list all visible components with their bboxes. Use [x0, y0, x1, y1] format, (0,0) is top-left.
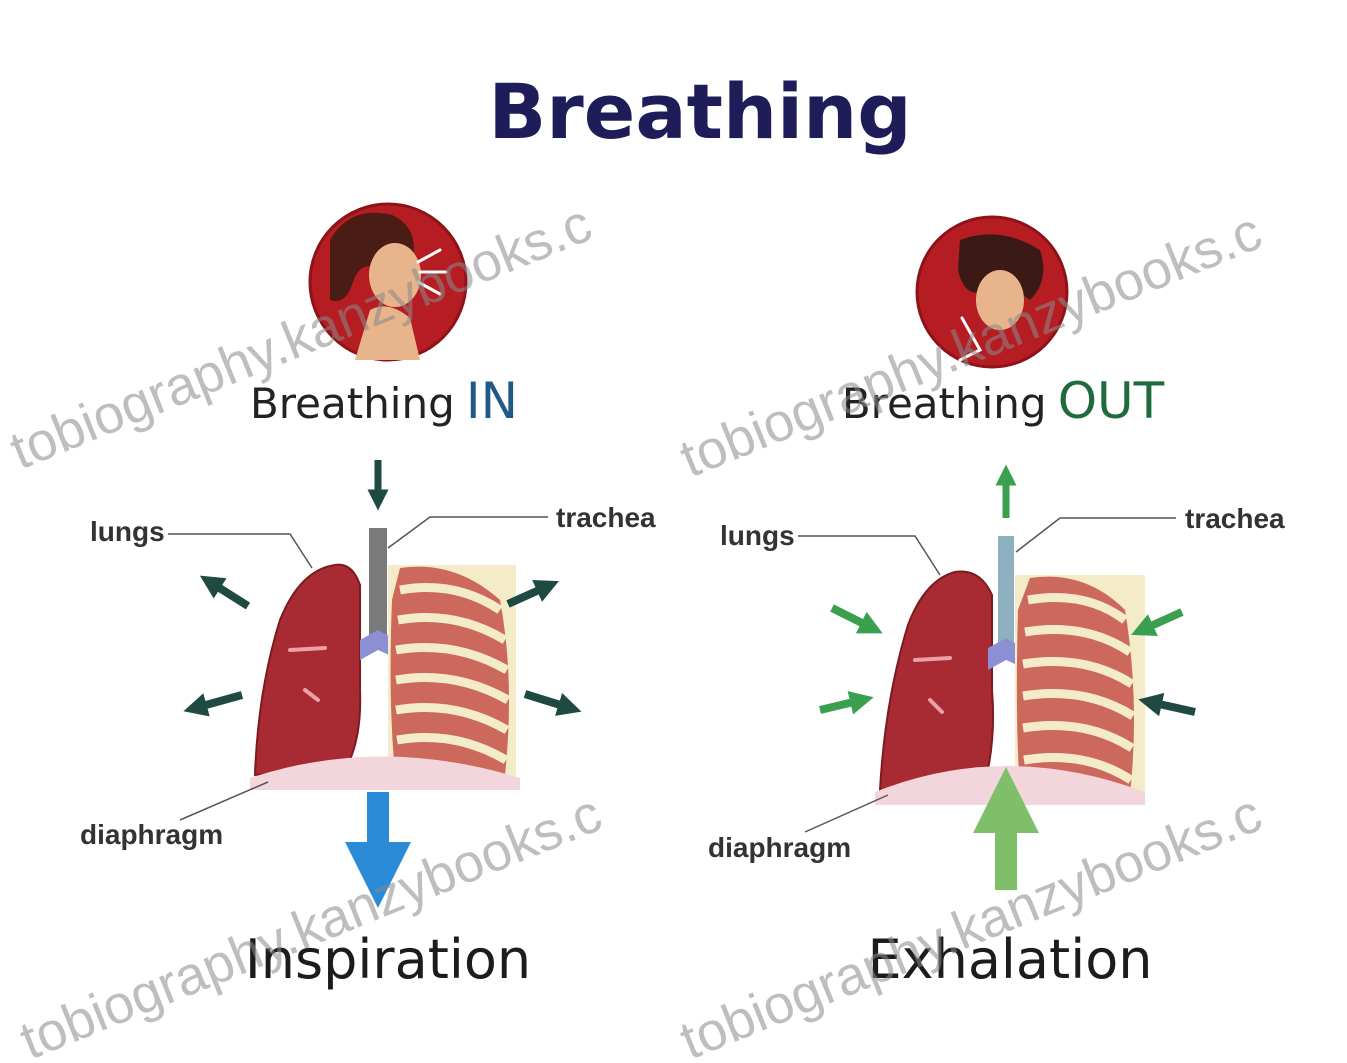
- heading-breathing-in: Breathing IN: [250, 372, 518, 430]
- label-lungs-out: lungs: [720, 520, 795, 551]
- label-trachea-out: trachea: [1185, 503, 1285, 534]
- svg-text:tobiography.kanzybooks.c: tobiography.kanzybooks.c: [2, 193, 600, 481]
- expand-arrow-mid-left: [195, 695, 242, 708]
- compress-arrow-mid-right: [1150, 702, 1195, 712]
- compress-arrow-top-left: [832, 608, 872, 628]
- trachea: [369, 528, 387, 638]
- rib-cage: [1015, 575, 1145, 800]
- label-lungs-in: lungs: [90, 516, 165, 547]
- leader-lungs-out: [798, 536, 940, 575]
- leader-diaphragm-out: [805, 795, 888, 832]
- compress-arrow-top-right: [1142, 612, 1182, 630]
- label-diaphragm-in: diaphragm: [80, 819, 223, 850]
- diagram-title: Breathing: [488, 67, 911, 156]
- expand-arrow-mid-right: [525, 694, 570, 708]
- leader-lungs-in: [168, 534, 312, 568]
- rib-cage: [388, 565, 516, 785]
- leader-diaphragm-in: [180, 782, 268, 820]
- leader-trachea-out: [1016, 518, 1176, 552]
- leader-trachea-in: [388, 517, 548, 548]
- svg-text:tobiography.kanzybooks.c: tobiography.kanzybooks.c: [672, 783, 1270, 1063]
- compress-arrow-mid-left: [820, 700, 862, 710]
- label-diaphragm-out: diaphragm: [708, 832, 851, 863]
- left-lung: [255, 565, 360, 775]
- expand-arrow-top-left: [210, 582, 248, 606]
- left-lung: [880, 571, 993, 790]
- label-trachea-in: trachea: [556, 502, 656, 533]
- trachea: [998, 536, 1014, 648]
